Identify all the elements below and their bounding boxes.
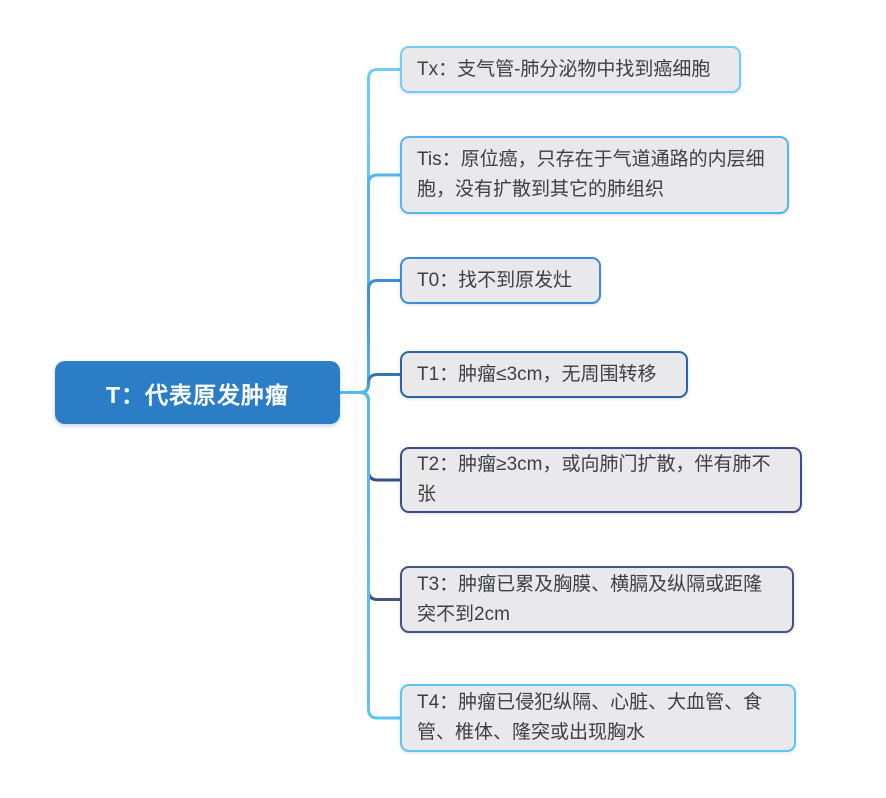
topic-label-t2: T2：肿瘤≥3cm，或向肺门扩散，伴有肺不张: [417, 454, 771, 505]
topic-node-t2[interactable]: T2：肿瘤≥3cm，或向肺门扩散，伴有肺不张: [400, 447, 802, 513]
topic-node-t3[interactable]: T3：肿瘤已累及胸膜、横膈及纵隔或距隆突不到2cm: [400, 566, 794, 633]
topic-label-t0: T0：找不到原发灶: [417, 269, 573, 291]
branch-connector-tx: [340, 68, 401, 394]
branch-connector-tis: [340, 173, 401, 394]
topic-label-tis: Tis：原位癌，只存在于气道通路的内层细胞，没有扩散到其它的肺组织: [417, 149, 765, 200]
topic-node-t1[interactable]: T1：肿瘤≤3cm，无周围转移: [400, 351, 688, 398]
topic-label-t1: T1：肿瘤≤3cm，无周围转移: [417, 363, 657, 385]
branch-connector-t4: [340, 391, 401, 720]
branch-connector-t3: [340, 391, 401, 601]
branch-connector-t2: [340, 391, 401, 482]
topic-label-t4: T4：肿瘤已侵犯纵隔、心脏、大血管、食管、椎体、隆突或出现胸水: [417, 692, 763, 743]
topic-node-t0[interactable]: T0：找不到原发灶: [400, 257, 601, 304]
topic-node-tx[interactable]: Tx：支气管-肺分泌物中找到癌细胞: [400, 46, 741, 93]
root-topic-label: T：代表原发肿瘤: [105, 381, 290, 408]
topic-label-tx: Tx：支气管-肺分泌物中找到癌细胞: [417, 58, 711, 80]
topic-node-tis[interactable]: Tis：原位癌，只存在于气道通路的内层细胞，没有扩散到其它的肺组织: [400, 136, 789, 214]
branch-connector-t0: [340, 279, 401, 394]
topic-node-t4[interactable]: T4：肿瘤已侵犯纵隔、心脏、大血管、食管、椎体、隆突或出现胸水: [400, 684, 796, 752]
root-topic-node[interactable]: T：代表原发肿瘤: [55, 361, 340, 424]
branch-connector-t1: [340, 373, 401, 394]
topic-label-t3: T3：肿瘤已累及胸膜、横膈及纵隔或距隆突不到2cm: [417, 573, 763, 625]
